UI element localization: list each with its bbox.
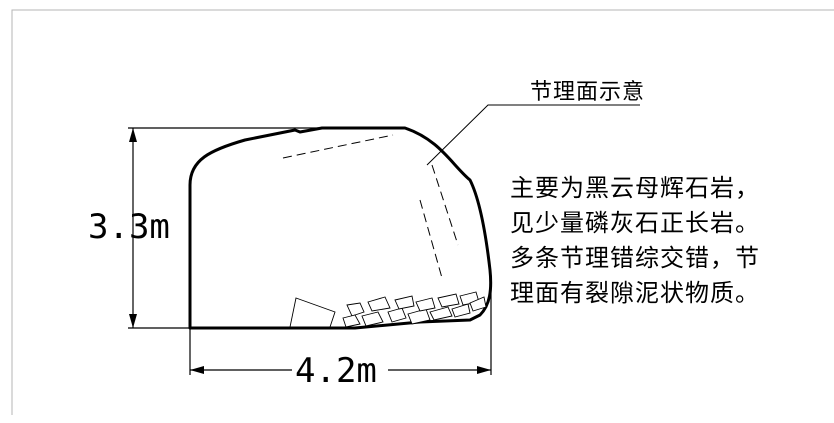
- rock-description: 主要为黑云母辉石岩， 见少量磷灰石正长岩。 多条节理错综交错，节 理面有裂隙泥状…: [510, 171, 830, 311]
- description-line: 主要为黑云母辉石岩，: [510, 174, 760, 202]
- description-line: 多条节理错综交错，节: [510, 244, 760, 272]
- rock-fragment: [387, 307, 407, 323]
- drawing-frame: [11, 9, 834, 415]
- joint-label-leader: [426, 104, 640, 166]
- width-arrow-left: [190, 366, 204, 374]
- large-rock-block: [289, 297, 336, 328]
- width-dimension: 4.2m: [189, 275, 492, 391]
- rock-fragment: [342, 314, 361, 328]
- width-label: 4.2m: [295, 351, 377, 391]
- rock-debris: [289, 291, 487, 328]
- rock-fragment: [367, 296, 391, 312]
- rock-fragment: [394, 295, 415, 310]
- rock-fragment: [469, 296, 487, 312]
- rock-fragment: [437, 293, 460, 308]
- rock-fragment: [361, 311, 384, 327]
- description-line: 理面有裂隙泥状物质。: [510, 279, 760, 307]
- joint-line-right-b: [419, 199, 443, 279]
- rock-fragment: [415, 297, 436, 312]
- height-label: 3.3m: [88, 207, 170, 247]
- excavation-profile: [188, 126, 493, 330]
- rock-fragment: [451, 303, 471, 318]
- height-arrow-bottom: [129, 314, 137, 328]
- description-line: 见少量磷灰石正长岩。: [510, 209, 760, 237]
- height-dimension: 3.3m: [88, 127, 322, 329]
- rock-fragment: [346, 302, 365, 317]
- joint-plane-label: 节理面示意: [530, 80, 645, 105]
- height-arrow-top: [129, 128, 137, 142]
- joint-line-right-a: [431, 164, 459, 246]
- width-arrow-right: [477, 366, 491, 374]
- rock-fragment: [429, 306, 453, 321]
- joint-line-top: [282, 134, 394, 159]
